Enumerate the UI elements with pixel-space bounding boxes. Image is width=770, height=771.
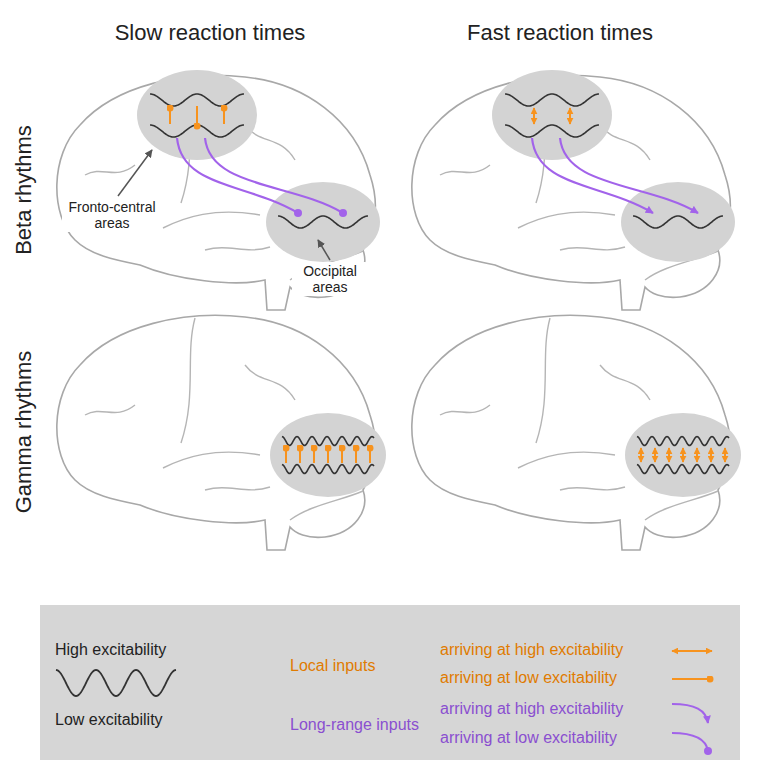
oscillation-wave <box>282 437 374 446</box>
legend-label: Local inputs <box>290 657 375 675</box>
column-heading: Fast reaction times <box>410 20 710 45</box>
occipital-area <box>625 413 741 497</box>
legend-sample-line <box>672 678 710 680</box>
local-input-low <box>169 108 171 124</box>
local-input-high <box>668 448 670 462</box>
long-range-input-low <box>205 138 343 213</box>
fronto-central-area <box>137 70 257 160</box>
legend-sample-line <box>672 733 708 751</box>
column-heading: Slow reaction times <box>60 20 360 45</box>
pointer-arrow <box>118 150 152 196</box>
local-input-low <box>369 448 371 463</box>
oscillation-wave <box>278 216 368 228</box>
oscillation-wave <box>150 94 244 106</box>
row-heading: Beta rhythms <box>11 125 36 255</box>
legend-sample <box>672 679 710 680</box>
oscillation-wave <box>505 125 599 137</box>
occipital-area <box>266 182 380 262</box>
occipital-area <box>270 413 386 497</box>
local-input-low <box>341 448 343 463</box>
oscillation-wave <box>637 465 729 474</box>
local-input-low <box>355 448 357 463</box>
oscillation-wave <box>633 216 723 228</box>
local-input-high <box>724 448 726 462</box>
legend-label: Long-range inputs <box>290 716 419 734</box>
rhythm-drawings <box>56 70 741 696</box>
local-input-high <box>654 448 656 462</box>
area-label: Fronto-central areas <box>62 198 162 232</box>
occipital-area <box>621 182 735 262</box>
legend-sample-line <box>672 704 708 723</box>
legend-sample <box>672 651 712 652</box>
oscillation-wave <box>637 437 729 446</box>
legend-entry: arriving at high excitability <box>440 641 623 659</box>
fronto-central-area <box>492 70 612 160</box>
legend-samples <box>672 651 712 751</box>
legend-entry: arriving at high excitability <box>440 700 623 718</box>
legend-sample <box>672 733 708 751</box>
long-range-input-high <box>560 138 698 213</box>
row-heading: Gamma rhythms <box>11 351 36 514</box>
local-input-high <box>533 108 535 124</box>
legend-label: Low excitability <box>55 711 163 729</box>
legend-sample-line <box>672 650 712 652</box>
legend-sample <box>672 704 708 723</box>
local-input-low <box>313 448 315 463</box>
local-input-low <box>285 448 287 463</box>
legend-entry: arriving at low excitability <box>440 669 617 687</box>
legend-wave <box>56 670 176 696</box>
local-input-high <box>640 448 642 462</box>
oscillation-wave <box>505 94 599 106</box>
local-input-high <box>569 108 571 124</box>
local-input-high <box>710 448 712 462</box>
oscillation-wave <box>150 125 244 137</box>
local-input-high <box>682 448 684 462</box>
local-input-low <box>299 448 301 463</box>
local-input-low <box>327 448 329 463</box>
oscillation-wave <box>282 465 374 474</box>
local-input-low <box>196 106 198 126</box>
pointer-arrow <box>318 240 330 260</box>
legend-panel <box>40 605 740 760</box>
legend-entry: arriving at low excitability <box>440 729 617 747</box>
legend-label: High excitability <box>55 641 166 659</box>
local-input-high <box>696 448 698 462</box>
area-label: Occipital areas <box>292 262 368 296</box>
local-input-low <box>223 108 225 124</box>
